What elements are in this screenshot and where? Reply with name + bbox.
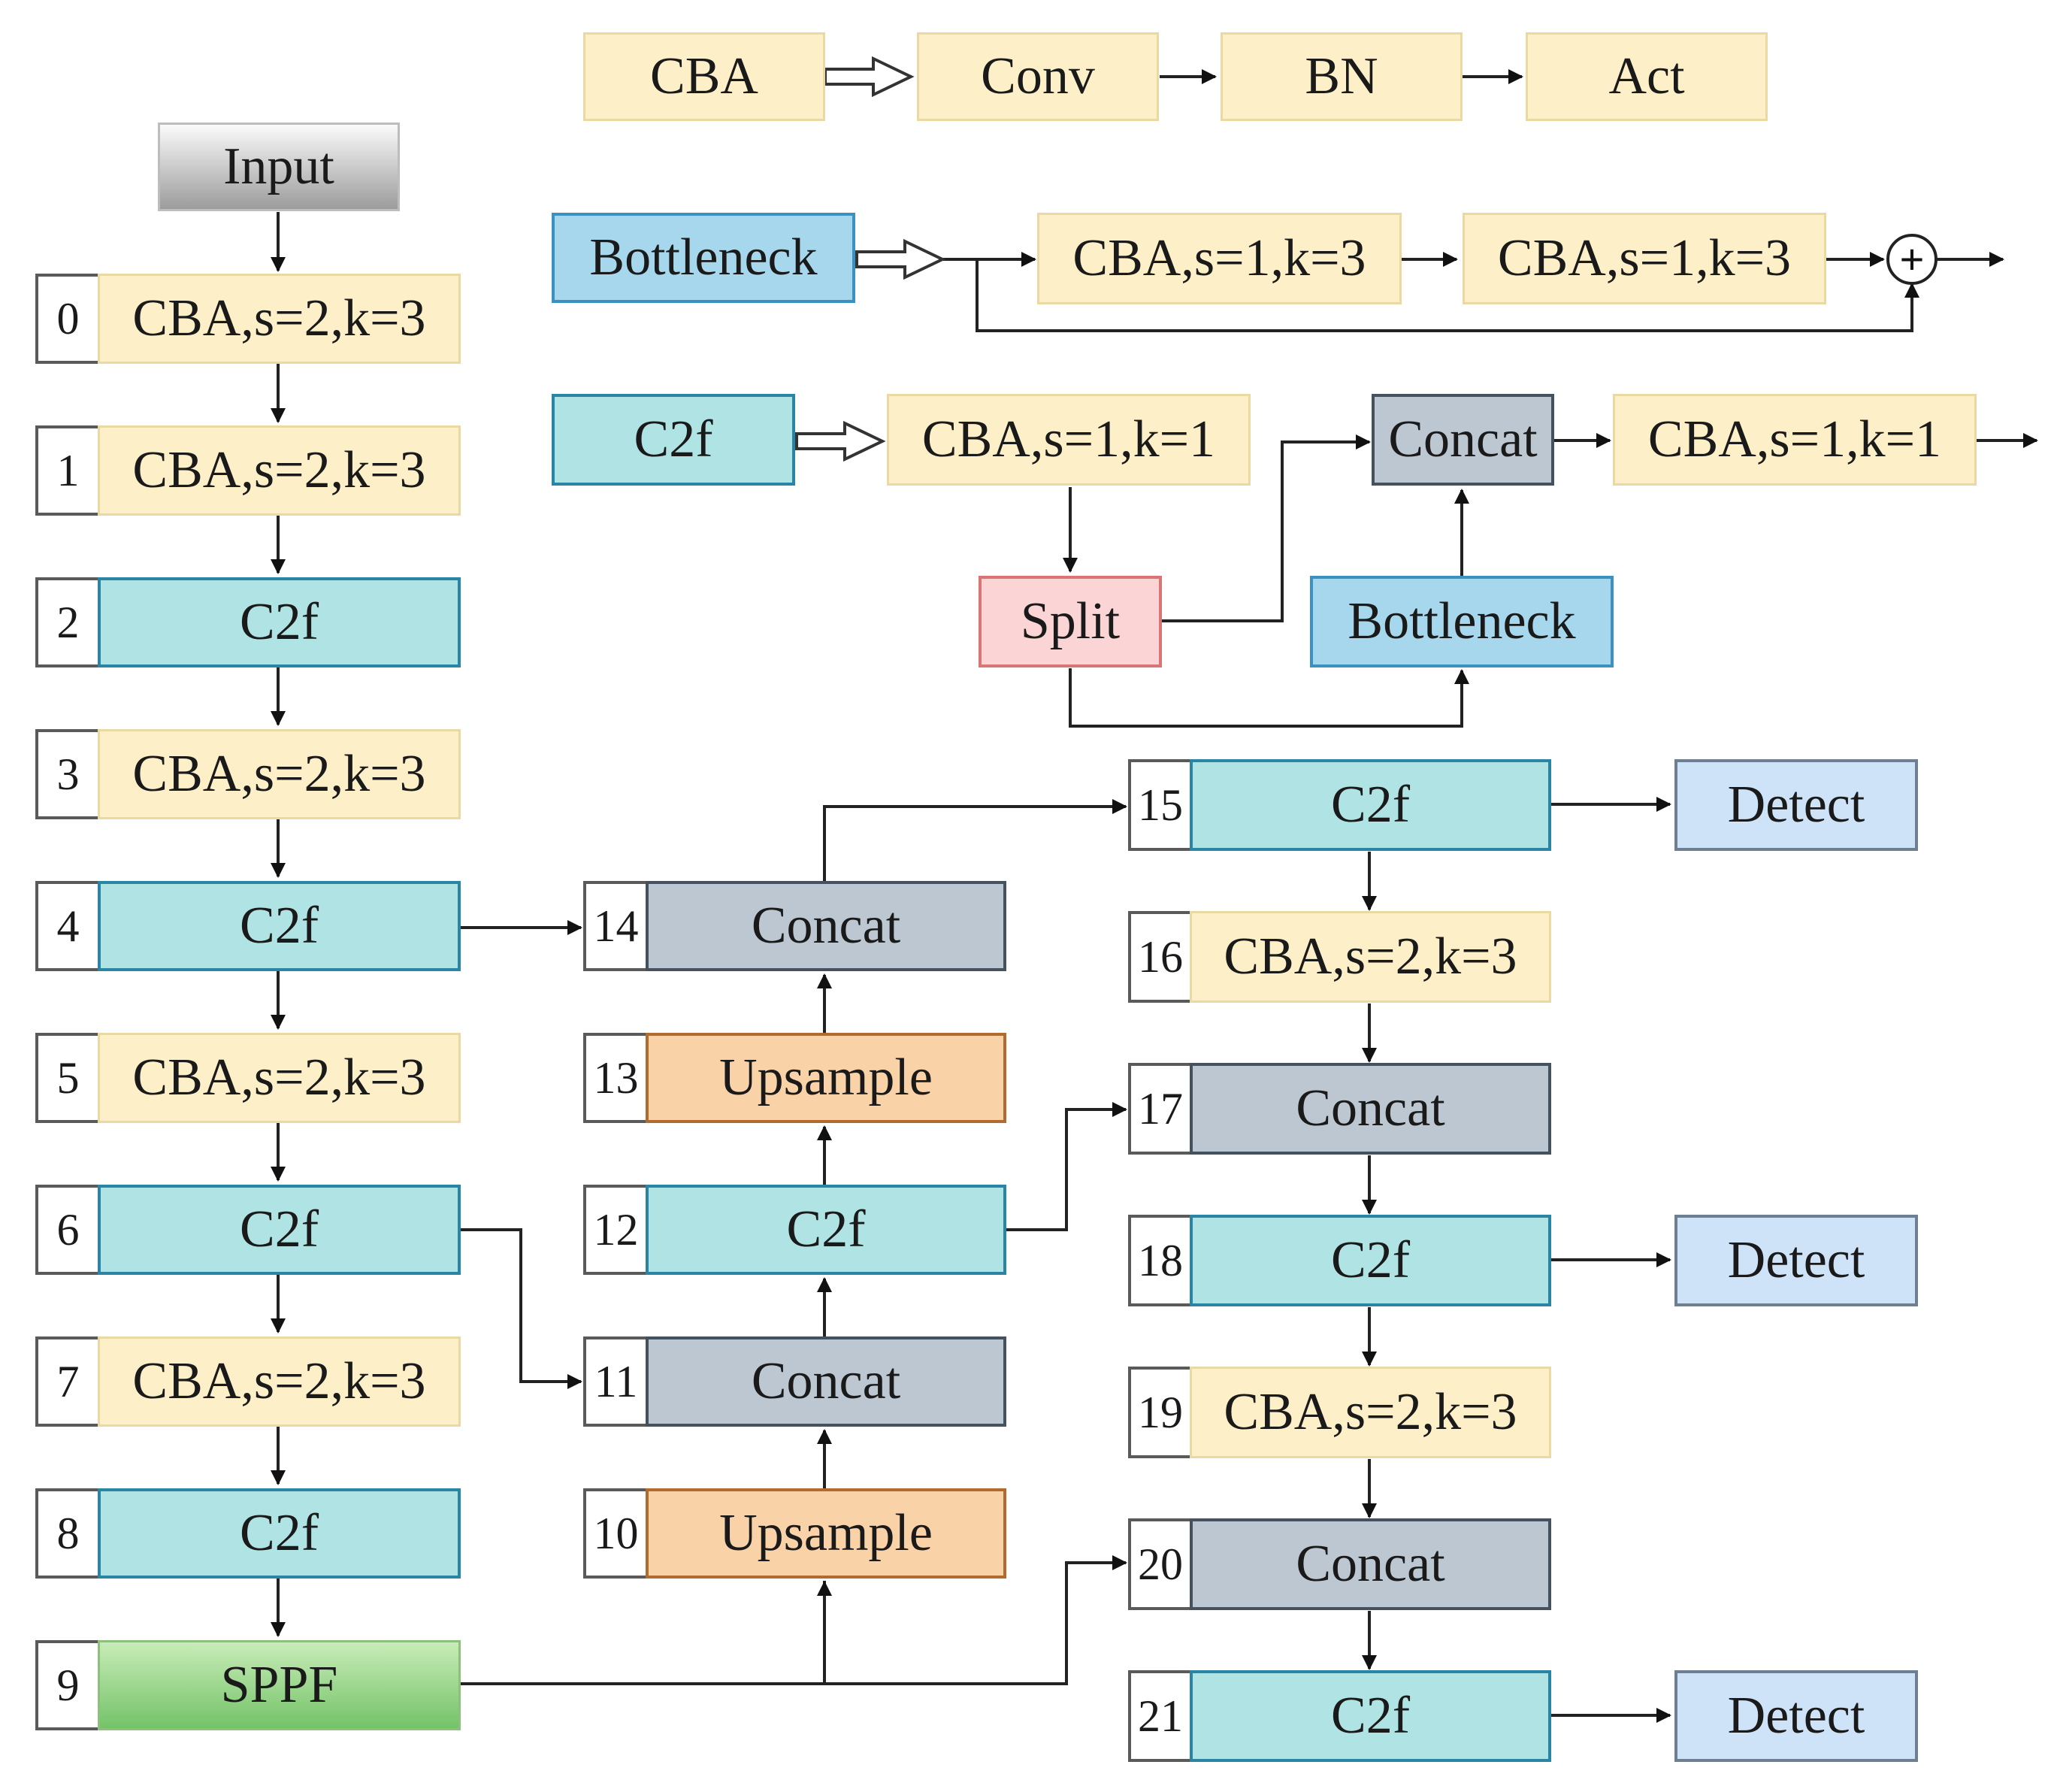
layer-12-box: C2f bbox=[646, 1185, 1006, 1275]
detect-box-2: Detect bbox=[1674, 1215, 1918, 1306]
layer-15-box: C2f bbox=[1190, 759, 1551, 851]
layer-0-index: 0 bbox=[35, 274, 98, 364]
legend-bottleneck-cba-1: CBA,s=1,k=3 bbox=[1037, 213, 1402, 304]
layer-5-box: CBA,s=2,k=3 bbox=[98, 1033, 461, 1123]
layer-3-box: CBA,s=2,k=3 bbox=[98, 729, 461, 819]
legend-conv-box: Conv bbox=[917, 32, 1159, 121]
layer-13-box: Upsample bbox=[646, 1033, 1006, 1123]
layer-2-box: C2f bbox=[98, 577, 461, 667]
layer-19-box: CBA,s=2,k=3 bbox=[1190, 1367, 1551, 1458]
layer-16-box: CBA,s=2,k=3 bbox=[1190, 911, 1551, 1003]
legend-bn-box: BN bbox=[1221, 32, 1463, 121]
legend-c2f-box: C2f bbox=[552, 394, 795, 486]
layer-1-index: 1 bbox=[35, 425, 98, 516]
layer-3-index: 3 bbox=[35, 729, 98, 819]
legend-act-box: Act bbox=[1526, 32, 1768, 121]
layer-10-index: 10 bbox=[583, 1488, 646, 1579]
detect-box-1: Detect bbox=[1674, 759, 1918, 851]
layer-15-index: 15 bbox=[1128, 759, 1190, 851]
legend-bottleneck-cba-2: CBA,s=1,k=3 bbox=[1463, 213, 1826, 304]
detect-box-3: Detect bbox=[1674, 1670, 1918, 1762]
layer-7-index: 7 bbox=[35, 1336, 98, 1427]
legend-c2f-cba-first: CBA,s=1,k=1 bbox=[887, 394, 1251, 486]
layer-11-index: 11 bbox=[583, 1336, 646, 1427]
layer-14-box: Concat bbox=[646, 881, 1006, 971]
layer-16-index: 16 bbox=[1128, 911, 1190, 1003]
add-symbol: + bbox=[1900, 235, 1925, 283]
layer-9-index: 9 bbox=[35, 1640, 98, 1730]
layer-10-box: Upsample bbox=[646, 1488, 1006, 1579]
layer-17-index: 17 bbox=[1128, 1063, 1190, 1155]
legend-c2f-bottleneck: Bottleneck bbox=[1310, 576, 1614, 667]
layer-12-index: 12 bbox=[583, 1185, 646, 1275]
layer-17-box: Concat bbox=[1190, 1063, 1551, 1155]
layer-20-index: 20 bbox=[1128, 1518, 1190, 1610]
layer-4-index: 4 bbox=[35, 881, 98, 971]
layer-4-box: C2f bbox=[98, 881, 461, 971]
legend-cba-box: CBA bbox=[583, 32, 825, 121]
legend-c2f-concat: Concat bbox=[1372, 394, 1554, 486]
layer-2-index: 2 bbox=[35, 577, 98, 667]
layer-20-box: Concat bbox=[1190, 1518, 1551, 1610]
legend-c2f-cba-last: CBA,s=1,k=1 bbox=[1613, 394, 1977, 486]
layer-7-box: CBA,s=2,k=3 bbox=[98, 1336, 461, 1427]
legend-c2f-split: Split bbox=[979, 576, 1162, 667]
layer-13-index: 13 bbox=[583, 1033, 646, 1123]
layer-6-index: 6 bbox=[35, 1185, 98, 1275]
layer-18-index: 18 bbox=[1128, 1215, 1190, 1306]
layer-18-box: C2f bbox=[1190, 1215, 1551, 1306]
input-box: Input bbox=[158, 123, 400, 211]
layer-6-box: C2f bbox=[98, 1185, 461, 1275]
layer-14-index: 14 bbox=[583, 881, 646, 971]
layer-8-box: C2f bbox=[98, 1488, 461, 1579]
layer-21-index: 21 bbox=[1128, 1670, 1190, 1762]
layer-8-index: 8 bbox=[35, 1488, 98, 1579]
layer-19-index: 19 bbox=[1128, 1367, 1190, 1458]
layer-1-box: CBA,s=2,k=3 bbox=[98, 425, 461, 516]
layer-21-box: C2f bbox=[1190, 1670, 1551, 1762]
layer-0-box: CBA,s=2,k=3 bbox=[98, 274, 461, 364]
legend-bottleneck-box: Bottleneck bbox=[552, 213, 855, 303]
layer-9-box: SPPF bbox=[98, 1640, 461, 1730]
layer-5-index: 5 bbox=[35, 1033, 98, 1123]
layer-11-box: Concat bbox=[646, 1336, 1006, 1427]
